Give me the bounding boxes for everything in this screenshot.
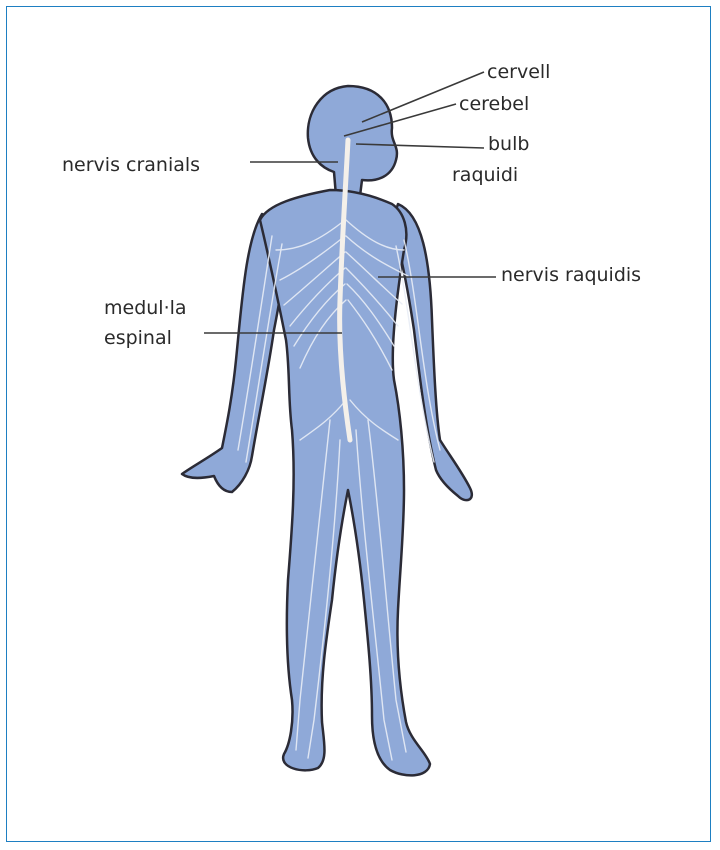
label-bulb: bulb xyxy=(488,132,529,156)
label-cervell: cervell xyxy=(487,60,550,84)
label-nervis-cranials: nervis cranials xyxy=(62,153,200,177)
label-nervis-raquidis: nervis raquidis xyxy=(501,263,641,287)
label-bulb-raquidi: raquidi xyxy=(452,163,518,187)
label-medulla: medul·la xyxy=(104,296,187,320)
label-cerebel: cerebel xyxy=(459,92,529,116)
label-medulla-espinal: espinal xyxy=(104,326,172,350)
human-body xyxy=(182,86,472,775)
